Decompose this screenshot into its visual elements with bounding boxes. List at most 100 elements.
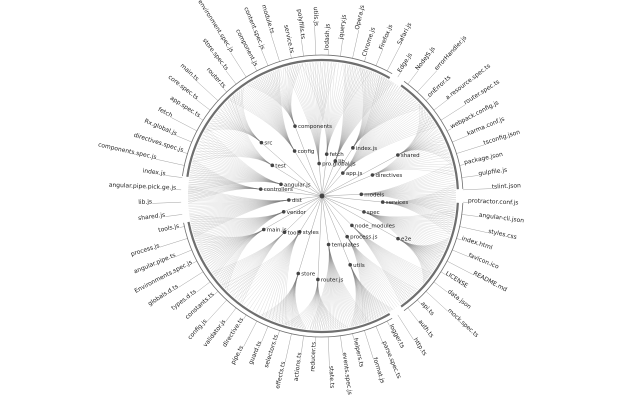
branch-link xyxy=(321,195,351,265)
fan-link xyxy=(201,211,284,256)
fan-link xyxy=(342,100,416,174)
leaf-link xyxy=(340,335,343,353)
fan-link xyxy=(361,193,456,203)
leaf-label: fetch xyxy=(157,106,174,119)
fan-link xyxy=(237,231,300,301)
fan-link xyxy=(361,187,456,195)
fan-link xyxy=(326,66,358,155)
fan-link xyxy=(342,77,385,174)
fan-link xyxy=(294,273,305,329)
leaf-label: lib.js xyxy=(138,198,152,206)
fan-link xyxy=(350,264,393,311)
fan-link xyxy=(224,231,300,289)
leaf-link xyxy=(327,336,330,366)
fan-link xyxy=(397,238,427,281)
leaf-link xyxy=(182,151,188,154)
fan-link xyxy=(260,273,299,316)
fan-link xyxy=(194,153,273,166)
branch-link xyxy=(288,195,323,201)
fan-link xyxy=(198,229,264,248)
fan-link xyxy=(352,85,399,148)
fan-link xyxy=(352,78,387,148)
fan-link xyxy=(328,244,337,330)
leaf-label: selectors.ts xyxy=(263,334,280,369)
fan-link xyxy=(363,211,452,233)
fan-link xyxy=(251,81,296,127)
fan-link xyxy=(209,211,284,270)
fan-link xyxy=(188,188,261,204)
branch-node xyxy=(258,187,263,191)
leaf-link xyxy=(225,307,237,322)
fan-link xyxy=(328,244,358,326)
fan-link xyxy=(350,264,357,327)
fan-link xyxy=(191,211,284,226)
fan-link xyxy=(294,64,320,164)
fan-link xyxy=(278,231,300,323)
leaf-link xyxy=(456,238,462,241)
fan-link xyxy=(242,87,262,143)
fan-link xyxy=(199,141,282,185)
fan-link xyxy=(284,67,320,164)
fan-link xyxy=(192,156,273,166)
ring-arc xyxy=(182,54,393,177)
fan-link xyxy=(347,236,381,317)
branch-node xyxy=(348,263,352,267)
fan-link xyxy=(326,65,354,155)
fan-link xyxy=(214,211,284,277)
fan-link xyxy=(382,194,457,203)
fan-link xyxy=(372,116,431,176)
fan-link xyxy=(328,244,333,330)
fan-link xyxy=(335,74,379,162)
fan-link xyxy=(288,279,319,326)
fan-link xyxy=(192,160,282,185)
fan-link xyxy=(285,67,296,127)
fan-link xyxy=(312,279,319,330)
branch-node xyxy=(345,234,349,239)
fan-link xyxy=(352,73,376,148)
fan-link xyxy=(342,85,398,174)
fan-link xyxy=(209,122,262,143)
fan-link xyxy=(210,211,284,272)
branch-link xyxy=(321,195,348,237)
fan-link xyxy=(257,78,296,127)
fan-link xyxy=(317,279,338,330)
fan-link xyxy=(188,192,289,202)
fan-link xyxy=(347,236,388,313)
fan-link xyxy=(382,201,454,224)
fan-link xyxy=(342,86,401,174)
leaf-link xyxy=(261,49,269,66)
fan-link xyxy=(361,193,457,196)
fan-link xyxy=(204,131,273,166)
branch-label: tools xyxy=(288,230,301,236)
fan-link xyxy=(352,105,422,148)
branch-label: vendor xyxy=(287,210,307,216)
fan-link xyxy=(201,229,264,255)
fan-link xyxy=(382,201,455,216)
leaf-label: Firefox.js xyxy=(378,24,395,51)
fan-link xyxy=(335,72,374,162)
leaf-label: index.js xyxy=(142,167,166,177)
leaf-link xyxy=(397,72,401,78)
fan-link xyxy=(221,232,285,286)
fan-links xyxy=(187,61,457,331)
fan-link xyxy=(197,229,264,246)
fan-link xyxy=(188,183,261,190)
fan-link xyxy=(397,238,446,250)
fan-link xyxy=(363,211,455,220)
outer-rings xyxy=(182,54,464,338)
fan-link xyxy=(382,201,455,213)
fan-link xyxy=(219,109,262,143)
fan-link xyxy=(382,201,456,207)
fan-link xyxy=(213,232,285,275)
fan-link xyxy=(372,168,454,176)
fan-link xyxy=(352,98,415,148)
fan-link xyxy=(200,138,282,185)
fan-link xyxy=(192,162,282,185)
fan-link xyxy=(350,264,384,316)
fan-link xyxy=(207,211,284,266)
tree-nodes xyxy=(258,124,400,282)
fan-link xyxy=(208,211,284,268)
leaf-link xyxy=(165,175,183,178)
fan-link xyxy=(397,148,452,161)
branch-label: test xyxy=(275,163,286,169)
